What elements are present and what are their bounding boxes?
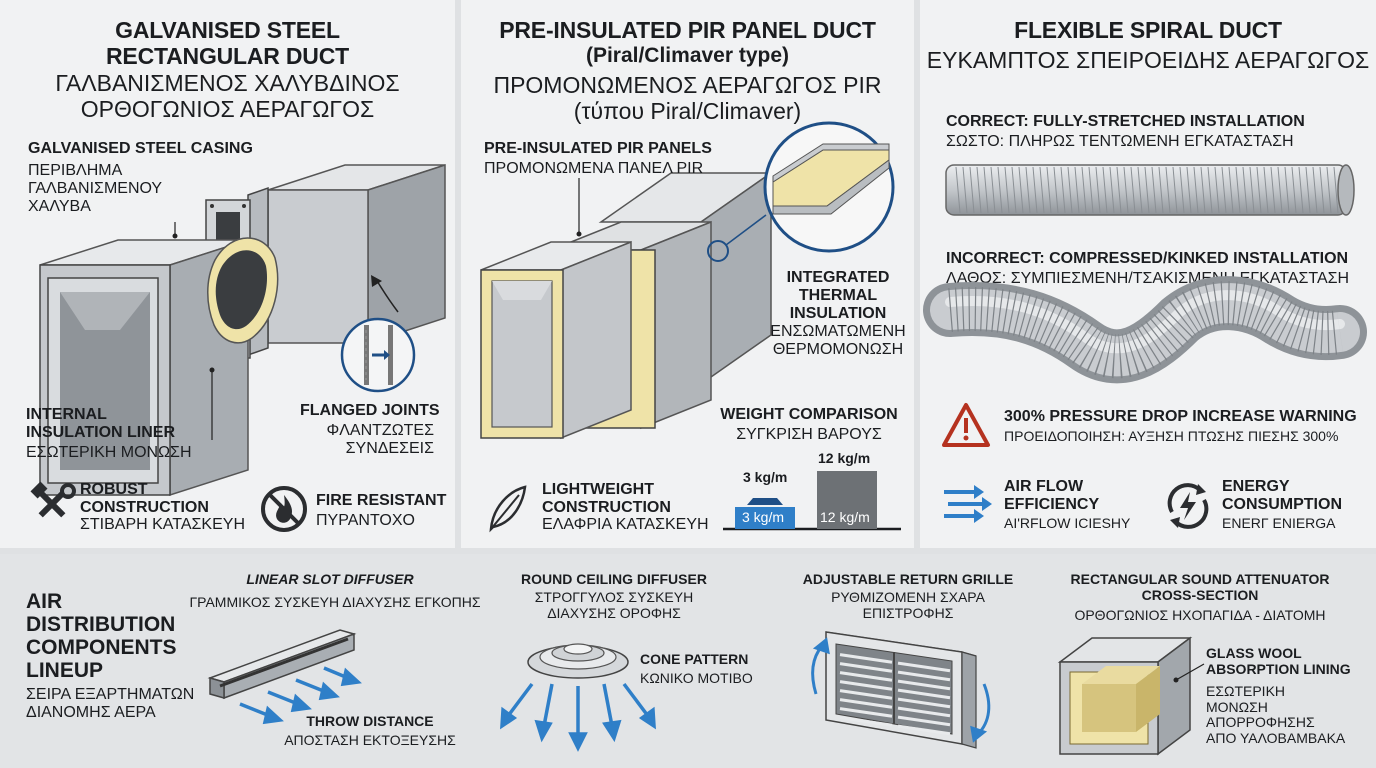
- flex-title: FLEXIBLE SPIRAL DUCT: [1014, 17, 1282, 43]
- fire-resistant-icon: [261, 486, 307, 532]
- pir-duct-illustration: [480, 121, 901, 533]
- components-title: AIR DISTRIBUTION COMPONENTS LINEUP: [26, 590, 177, 683]
- grille-rotate-arrows: [811, 637, 991, 743]
- glass-wool-label-greek: ΕΣΩΤΕΡΙΚΗ ΜΟΝΩΣΗ ΑΠΟΡΡΟΦΗΣΗΣ ΑΠΟ ΥΑΛΟΒΑΜ…: [1206, 683, 1346, 747]
- lightweight-label-greek: ΕΛΑΦΡΙΑ ΚΑΤΑΣΚΕΥΗ: [542, 516, 709, 533]
- flex-title-greek: ΕΥΚΑΜΠΤΟΣ ΣΠΕΙΡΟΕΙΔΗΣ ΑΕΡΑΓΩΓΟΣ: [926, 47, 1370, 73]
- robust-label-greek: ΣΤΙΒΑΡΗ ΚΑΤΑΣΚΕΥΗ: [80, 516, 245, 533]
- incorrect-label: INCORRECT: COMPRESSED/KINKED INSTALLATIO…: [946, 250, 1349, 267]
- components-title-greek: ΣΕΙΡΑ ΕΞΑΡΤΗΜΑΤΩΝ ΔΙΑΝΟΜΗΣ ΑΕΡΑ: [26, 686, 195, 721]
- linear-slot-diffuser: [207, 629, 357, 700]
- liner-label: INTERNAL INSULATION LINER: [26, 406, 176, 441]
- pir-title: PRE-INSULATED PIR PANEL DUCT: [499, 17, 876, 43]
- adjustable-return-grille: [825, 631, 977, 749]
- correct-label-greek: ΣΩΣΤΟ: ΠΛΗΡΩΣ ΤΕΝΤΩΜΕΝΗ ΕΓΚΑΤΑΣΤΑΣΗ: [946, 133, 1294, 150]
- pir-title-type: (Piral/Climaver type): [585, 44, 790, 67]
- energy-label: ENERGY CONSUMPTION: [1222, 478, 1342, 513]
- linear-diffuser-label-greek: ΓΡΑΜΜΙΚΟΣ ΣΥΣΚΕΥΗ ΔΙΑΧΥΣΗΣ ΕΓΚΟΠΗΣ: [189, 594, 481, 610]
- pir-panels-label: PRE-INSULATED PIR PANELS: [484, 140, 712, 157]
- fire-label-greek: ΠΥΡΑΝΤΟΧΟ: [316, 512, 415, 529]
- bar2-top-label: 12 kg/m: [818, 450, 871, 466]
- galvanised-title-greek: ΓΑΛΒΑΝΙΣΜΕΝΟΣ ΧΑΛΥΒΔΙΝΟΣ ΟΡΘΟΓΩΝΙΟΣ ΑΕΡΑ…: [55, 70, 400, 122]
- galvanised-duct-illustration: [30, 163, 446, 532]
- robust-label: ROBUST CONSTRUCTION: [80, 481, 209, 516]
- return-grille-label: ADJUSTABLE RETURN GRILLE: [802, 571, 1014, 587]
- bar1-inner-label: 3 kg/m: [742, 509, 785, 525]
- cone-pattern-label-greek: ΚΩΝΙΚΟ ΜΟΤΙΒΟ: [640, 670, 753, 686]
- weight-bar-1: [735, 507, 795, 529]
- weight-comparison-label-greek: ΣΥΓΚΡΙΣΗ ΒΑΡΟΥΣ: [736, 426, 882, 443]
- casing-label: GALVANISED STEEL CASING: [28, 140, 253, 157]
- cone-pattern-label: CONE PATTERN: [640, 651, 749, 667]
- correct-label: CORRECT: FULLY-STRETCHED INSTALLATION: [946, 113, 1305, 130]
- weight-comparison-label: WEIGHT COMPARISON: [720, 406, 898, 423]
- energy-label-greek: ΕΝΕRΓ ΕΝΙΕRGA: [1222, 515, 1336, 531]
- attenuator-label-greek: ΟΡΘΟΓΩΝΙΟΣ ΗΧΟΠΑΓΙΔΑ - ΔΙΑΤΟΜΗ: [1074, 607, 1326, 623]
- attenuator-label: RECTANGULAR SOUND ATTENUATOR CROSS-SECTI…: [1070, 571, 1330, 603]
- linear-diffuser-label: LINEAR SLOT DIFFUSER: [246, 571, 414, 587]
- pressure-warning-label-greek: ΠΡΟΕΙΔΟΠΟΙΗΣΗ: ΑΥΞΗΣΗ ΠΤΩΣΗΣ ΠΙΕΣΗΣ 300%: [1004, 428, 1339, 444]
- weight-bar-2: [817, 471, 877, 529]
- thermal-label: INTEGRATED THERMAL INSULATION: [786, 269, 890, 322]
- thermal-label-greek: ΕΝΣΩΜΑΤΩΜΕΝΗ ΘΕΡΜΟΜΟΝΩΣΗ: [770, 323, 906, 358]
- bar2-inner-label: 12 kg/m: [820, 509, 870, 525]
- bar1-top-label: 3 kg/m: [743, 469, 788, 485]
- casing-label-greek: ΠΕΡΙΒΛΗΜΑ ΓΑΛΒΑΝΙΣΜΕΝΟΥ ΧΑΛΥΒΑ: [28, 162, 163, 215]
- components-illustration: [207, 629, 1205, 756]
- scale-icon: [747, 498, 783, 505]
- cone-arrows: [500, 682, 656, 752]
- flexible-duct-panel: [920, 0, 1376, 548]
- flange-label: FLANGED JOINTS: [300, 402, 440, 419]
- airflow-icon: [944, 485, 992, 523]
- pir-panels-label-greek: ΠΡΟΜΟΝΩΜΕΝΑ ΠΑΝΕΛ PIR: [484, 160, 704, 177]
- liner-label-greek: ΕΣΩΤΕΡΙΚΗ ΜΟΝΩΣΗ: [26, 444, 192, 461]
- airflow-label: AIR FLOW EFFICIENCY: [1004, 478, 1100, 513]
- sound-attenuator: [1057, 636, 1205, 756]
- warning-icon: [942, 403, 990, 447]
- lightweight-label: LIGHTWEIGHT CONSTRUCTION: [542, 481, 671, 516]
- round-diffuser-label: ROUND CEILING DIFFUSER: [521, 571, 707, 587]
- feather-icon: [489, 485, 527, 533]
- airflow-label-greek: ΑΙ'RFLOW ICIESHY: [1004, 515, 1131, 531]
- throw-arrows: [239, 666, 362, 725]
- pressure-warning-label: 300% PRESSURE DROP INCREASE WARNING: [1004, 408, 1357, 425]
- pir-title-greek: ΠΡΟΜΟΝΩΜΕΝΟΣ ΑΕΡΑΓΩΓΟΣ PIR (τύπου Piral/…: [493, 72, 882, 124]
- round-ceiling-diffuser: [527, 643, 629, 679]
- glass-wool-label: GLASS WOOL ABSORPTION LINING: [1206, 645, 1351, 677]
- fire-label: FIRE RESISTANT: [316, 492, 447, 509]
- galvanised-title: GALVANISED STEEL RECTANGULAR DUCT: [106, 17, 349, 69]
- round-diffuser-label-greek: ΣΤΡΟΓΓΥΛΟΣ ΣΥΣΚΕΥΗ ΔΙΑΧΥΣΗΣ ΟΡΟΦΗΣ: [534, 589, 694, 621]
- flexible-duct-illustration: [923, 164, 1367, 529]
- flange-label-greek: ΦΛΑΝΤΖΩΤΕΣ ΣΥΝΔΕΣΕΙΣ: [326, 422, 434, 457]
- hammer-wrench-icon: [30, 481, 76, 518]
- return-grille-label-greek: ΡΥΘΜΙΖΟΜΕΝΗ ΣΧΑΡΑ ΕΠΙΣΤΡΟΦΗΣ: [831, 589, 985, 621]
- throw-distance-label: THROW DISTANCE: [306, 713, 434, 729]
- throw-distance-label-greek: ΑΠΟΣΤΑΣΗ ΕΚΤΟΞΕΥΣΗΣ: [284, 732, 456, 748]
- energy-icon: [1167, 483, 1209, 529]
